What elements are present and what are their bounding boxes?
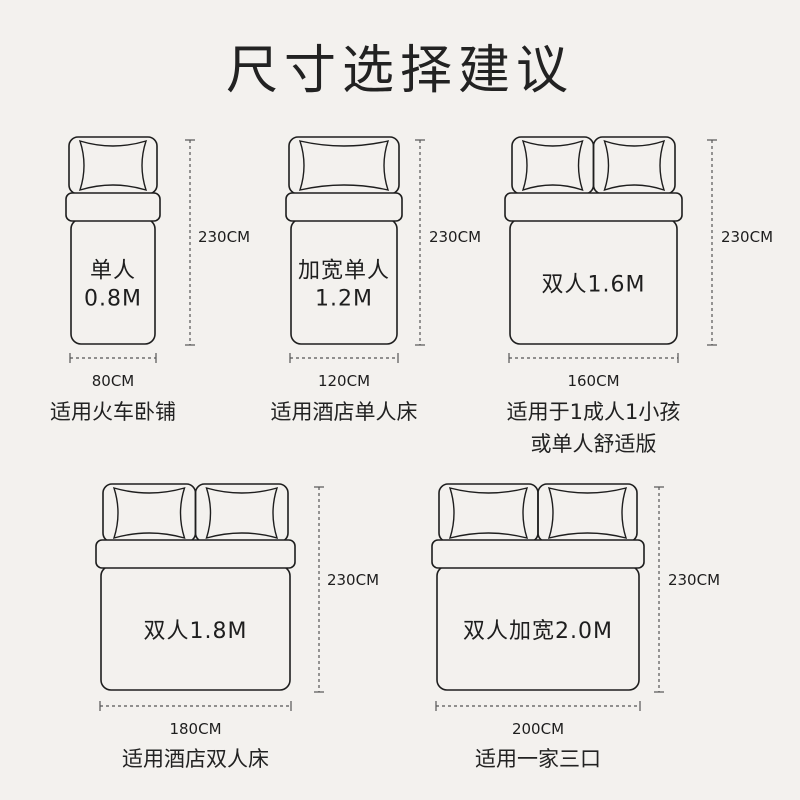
- bed-5: 双人加宽2.0M 230CM 200CM: [431, 483, 720, 738]
- blanket-fold: [285, 192, 403, 222]
- bed-size-label: 双人1.6M: [542, 273, 646, 298]
- width-dimension: 120CM: [289, 353, 399, 390]
- bed-size-label: 1.2M: [315, 287, 373, 312]
- bed-size-label: 单人: [90, 259, 136, 284]
- bed-caption: 适用火车卧铺: [0, 396, 243, 428]
- width-label: 80CM: [92, 372, 135, 390]
- blanket-fold: [95, 539, 296, 569]
- length-label: 230CM: [668, 571, 720, 589]
- length-label: 230CM: [429, 228, 481, 246]
- blanket-fold: [65, 192, 161, 222]
- bed-4: 双人1.8M 230CM 180CM: [95, 483, 379, 738]
- length-dimension: 230CM: [415, 139, 481, 346]
- bed-caption-line: 适用于1成人1小孩: [506, 400, 681, 424]
- pillow: [288, 136, 400, 195]
- page-title: 尺寸选择建议: [225, 41, 574, 101]
- pillow: [102, 483, 197, 543]
- blanket-fold: [504, 192, 683, 222]
- length-dimension: 230CM: [707, 139, 773, 346]
- bed-2: 加宽单人 1.2M 230CM 120CM: [285, 136, 481, 390]
- length-label: 230CM: [327, 571, 379, 589]
- width-label: 180CM: [169, 720, 221, 738]
- bed-caption: 适用酒店双人床: [66, 743, 326, 775]
- width-dimension: 200CM: [435, 701, 641, 738]
- pillow: [592, 136, 676, 195]
- bed-caption: 适用一家三口: [408, 743, 668, 775]
- bed-size-label: 双人1.8M: [144, 619, 248, 644]
- blanket-fold: [431, 539, 645, 569]
- bed-caption-line: 适用一家三口: [475, 747, 601, 771]
- bed-size-label: 双人加宽2.0M: [463, 619, 613, 644]
- bed-caption-line: 或单人舒适版: [530, 432, 657, 456]
- bed-size-label: 加宽单人: [298, 259, 390, 284]
- pillow: [438, 483, 539, 543]
- bed-caption-line: 适用酒店单人床: [270, 400, 418, 424]
- width-dimension: 80CM: [69, 353, 157, 390]
- bed-3: 双人1.6M 230CM 160CM: [504, 136, 773, 390]
- bed-size-label: 0.8M: [84, 287, 142, 312]
- width-label: 120CM: [318, 372, 370, 390]
- width-dimension: 160CM: [508, 353, 679, 390]
- length-label: 230CM: [721, 228, 773, 246]
- length-dimension: 230CM: [654, 486, 720, 693]
- bed-caption: 适用于1成人1小孩或单人舒适版: [464, 396, 724, 460]
- width-label: 200CM: [512, 720, 564, 738]
- width-dimension: 180CM: [99, 701, 292, 738]
- bed-1: 单人 0.8M 230CM 80CM: [65, 136, 250, 390]
- pillow: [68, 136, 158, 195]
- bed-caption: 适用酒店单人床: [214, 396, 474, 428]
- pillow: [194, 483, 289, 543]
- length-dimension: 230CM: [314, 486, 379, 693]
- bed-caption-line: 适用酒店双人床: [122, 747, 269, 771]
- length-label: 230CM: [198, 228, 250, 246]
- length-dimension: 230CM: [185, 139, 250, 346]
- pillow: [537, 483, 638, 543]
- pillow: [511, 136, 595, 195]
- width-label: 160CM: [567, 372, 619, 390]
- bed-caption-line: 适用火车卧铺: [50, 400, 176, 424]
